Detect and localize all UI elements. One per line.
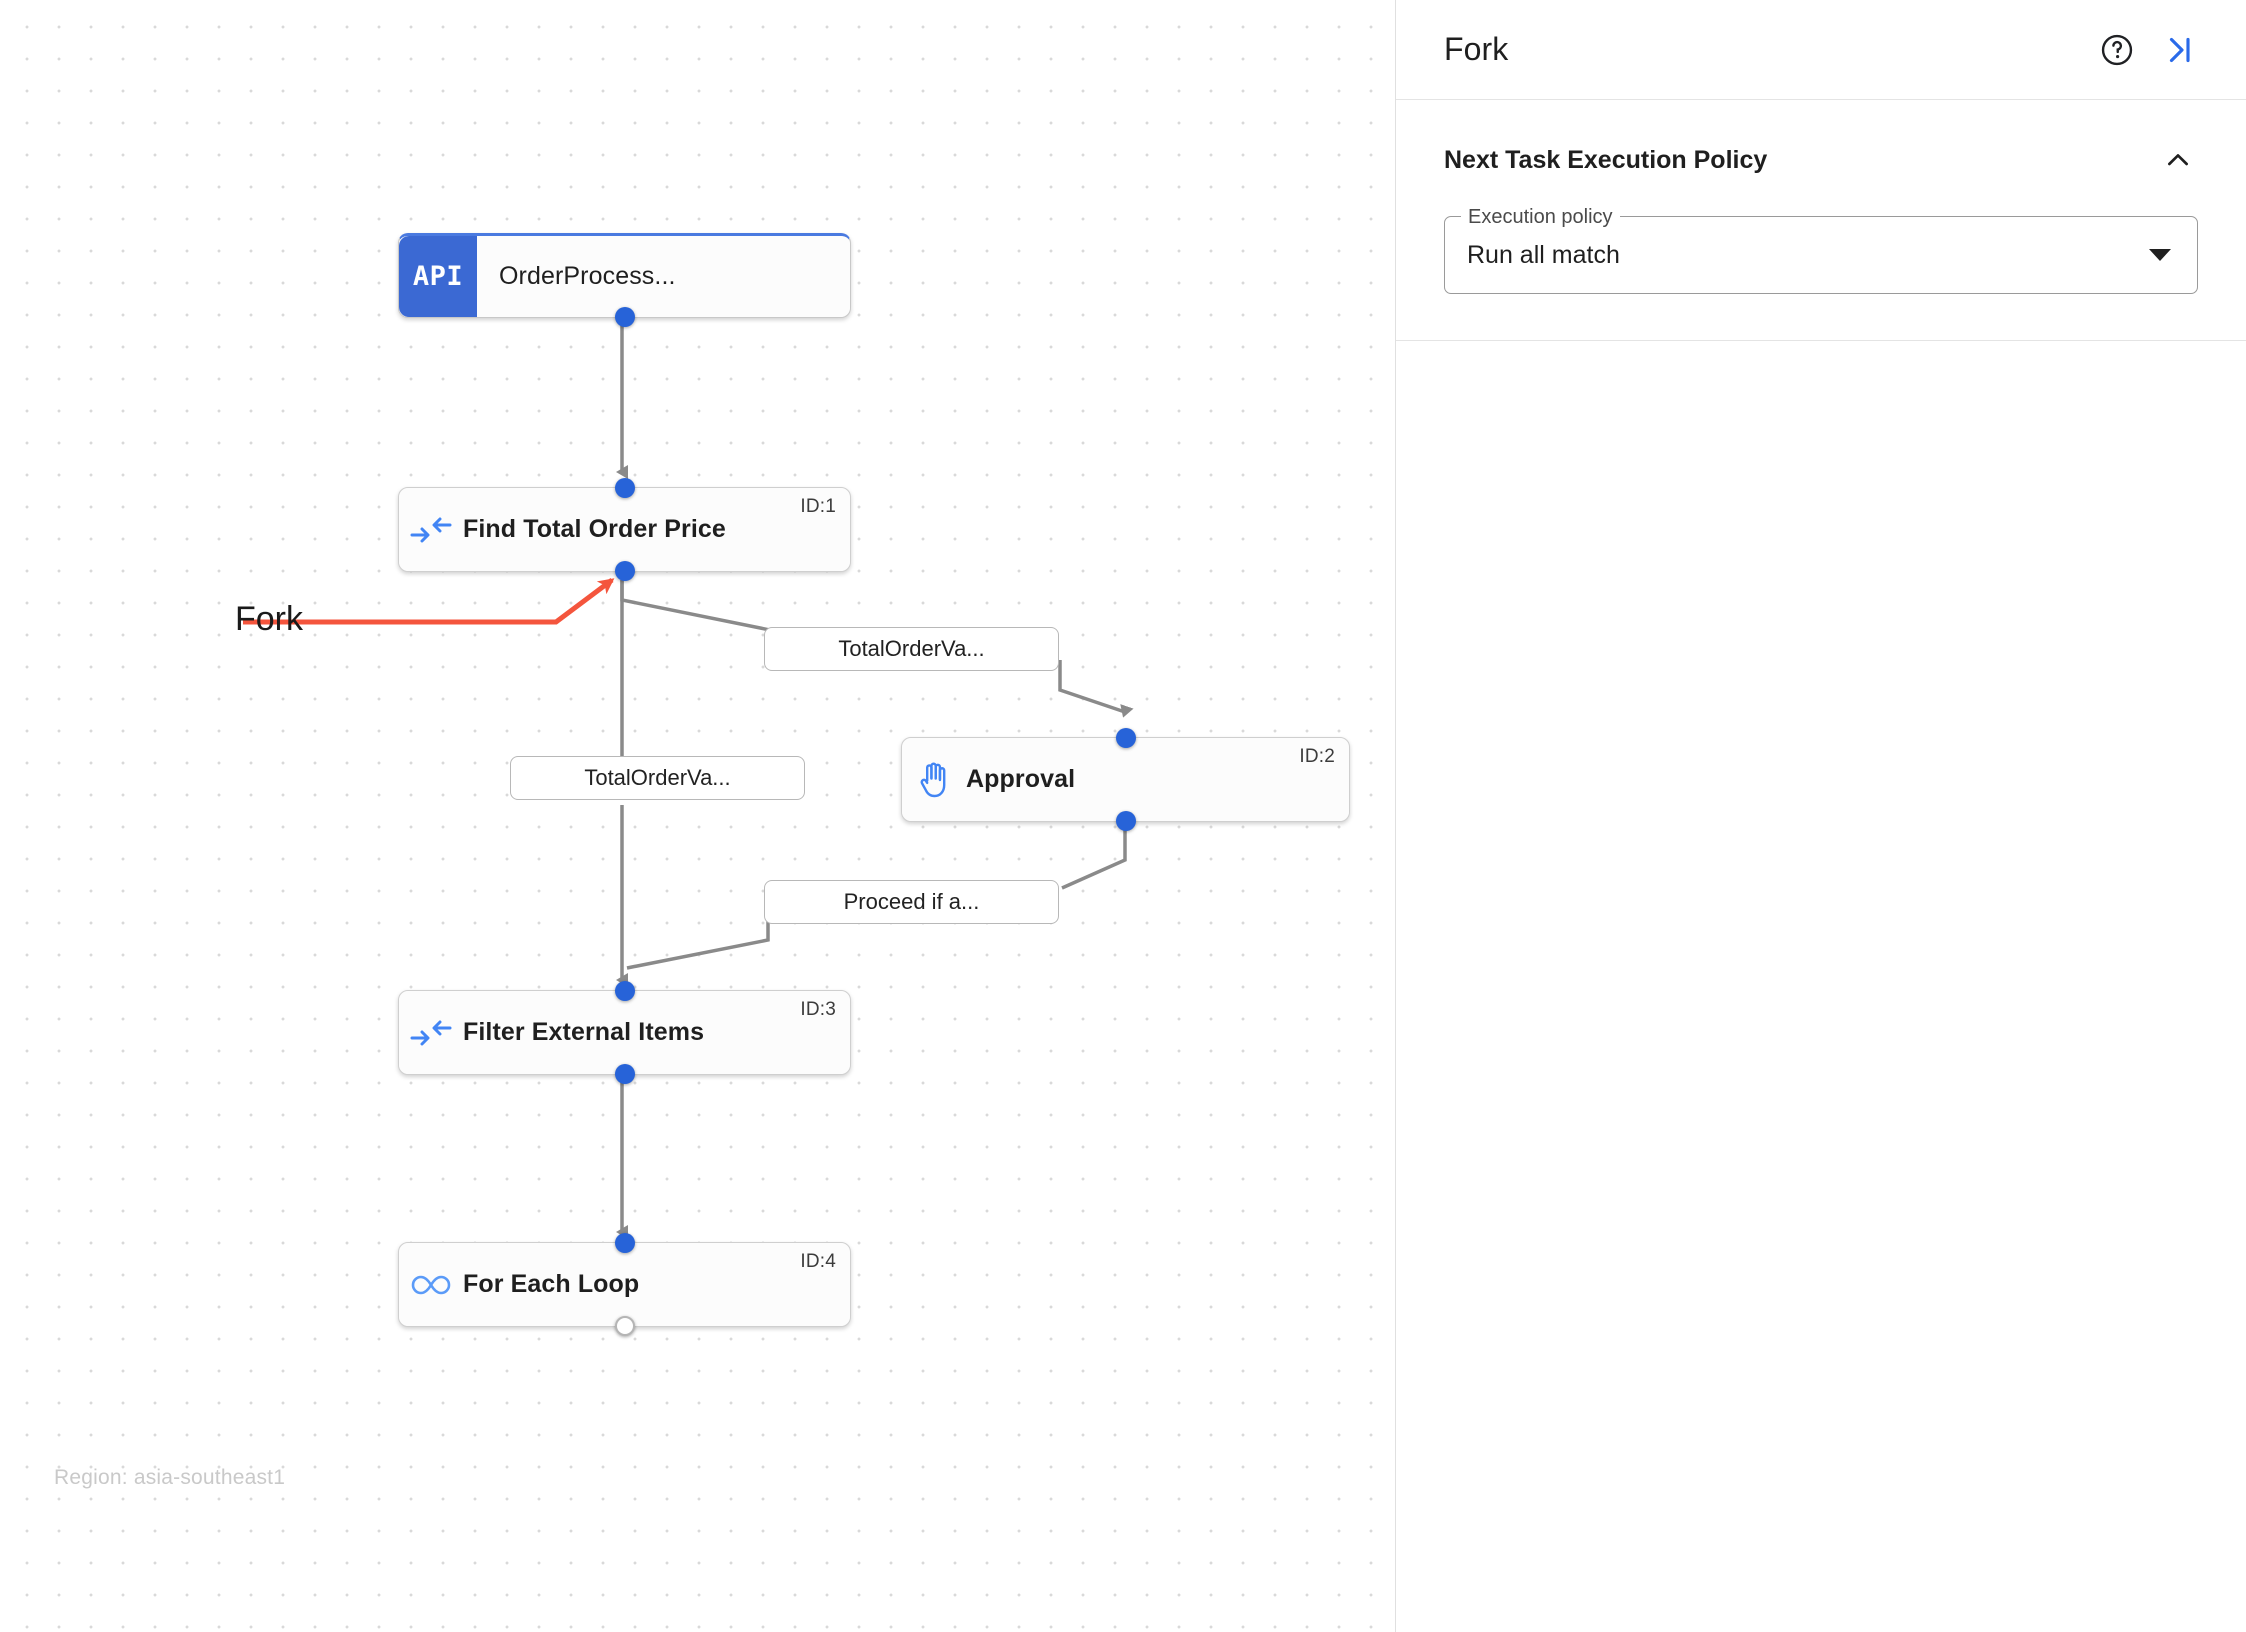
edge-label-task2-to-task3[interactable]: Proceed if a... [764,880,1059,924]
edge-label-task1-to-task3[interactable]: TotalOrderVa... [510,756,805,800]
node-id-badge: ID:4 [800,1251,836,1272]
properties-panel: Fork Next Task Execution Policy [1396,0,2246,1632]
node-label: Filter External Items [463,1018,705,1046]
api-badge-icon: API [399,236,477,317]
node-find-total-order-price[interactable]: Find Total Order Price ID:1 [398,478,851,581]
hand-raised-icon [902,761,966,799]
merge-arrows-icon [399,1020,463,1046]
annotation-label: Fork [235,600,303,638]
node-for-each-loop[interactable]: For Each Loop ID:4 [398,1233,851,1336]
node-handle-bottom[interactable] [1115,811,1136,831]
node-handle-top[interactable] [614,981,635,1001]
node-label: OrderProcess... [499,262,676,290]
node-handle-top[interactable] [614,478,635,498]
node-handle-top[interactable] [1115,728,1136,748]
edge-task1-to-task2-b [1058,660,1134,718]
section-header[interactable]: Next Task Execution Policy [1444,140,2198,180]
caret-down-icon[interactable] [2149,249,2171,261]
node-handle-top[interactable] [614,1233,635,1253]
node-order-process[interactable]: API OrderProcess... [398,233,851,327]
node-handle-bottom[interactable] [614,307,635,327]
edge-task2-to-task3-a [1061,824,1127,890]
help-circle-icon[interactable] [2094,27,2140,73]
edge-label-task1-to-task2[interactable]: TotalOrderVa... [764,627,1059,671]
edge-task1-to-task2-a [620,580,772,640]
node-filter-external-items[interactable]: Filter External Items ID:3 [398,981,851,1084]
workflow-canvas[interactable]: API OrderProcess... F [0,0,1396,1632]
node-label: Find Total Order Price [463,515,726,543]
merge-arrows-icon [399,517,463,543]
panel-header: Fork [1396,0,2246,100]
execution-policy-select[interactable]: Execution policy Run all match [1444,204,2198,294]
node-approval[interactable]: Approval ID:2 [901,728,1350,831]
region-label: Region: asia-southeast1 [54,1466,286,1489]
collapse-panel-right-icon[interactable] [2156,27,2202,73]
node-id-badge: ID:1 [800,496,836,517]
execution-policy-label: Execution policy [1461,204,1620,230]
node-label: For Each Loop [463,1270,640,1298]
next-task-execution-policy-section: Next Task Execution Policy Execution pol… [1396,100,2246,341]
node-label: Approval [966,765,1076,793]
panel-title: Fork [1444,31,1509,67]
chevron-up-icon[interactable] [2158,140,2198,180]
node-id-badge: ID:3 [800,999,836,1020]
execution-policy-value: Run all match [1467,240,1620,269]
node-handle-bottom[interactable] [614,1064,635,1084]
infinity-loop-icon [399,1272,463,1298]
node-handle-bottom[interactable] [614,561,635,581]
section-title: Next Task Execution Policy [1444,145,1768,174]
edge-task2-to-task3-b [626,918,770,970]
node-id-badge: ID:2 [1299,746,1335,767]
node-handle-bottom-add[interactable] [614,1316,635,1336]
